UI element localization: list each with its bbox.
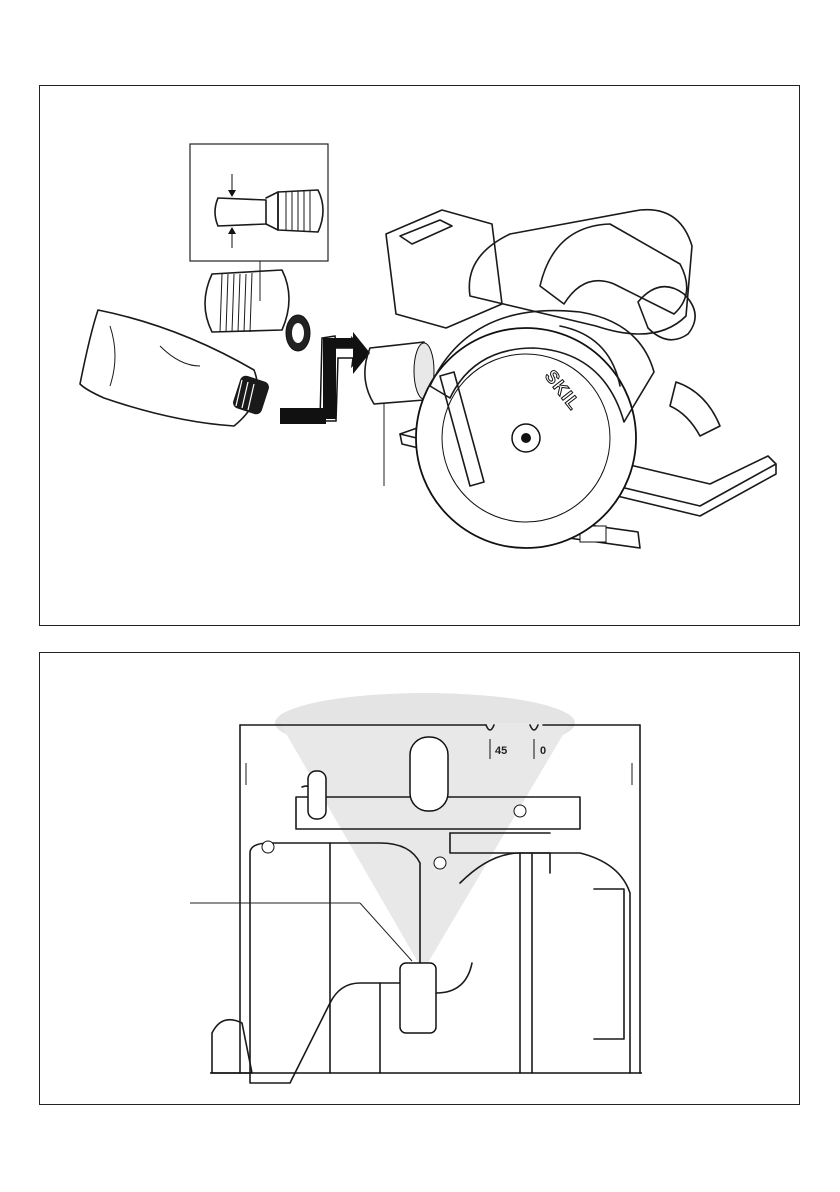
indicator-leader-line bbox=[190, 903, 412, 961]
dust-bag bbox=[80, 310, 271, 426]
saw-dust-bag-illustration: SKIL bbox=[40, 86, 801, 627]
scale-mark-45: 45 bbox=[495, 745, 507, 757]
circular-saw: SKIL bbox=[386, 210, 776, 548]
saw-front-view-illustration: 45 0 bbox=[40, 653, 801, 1106]
figure-panel-dust-extraction: SKIL bbox=[39, 85, 800, 626]
scale-mark-0: 0 bbox=[540, 745, 546, 757]
figure-panel-cutting-indicator: 45 0 bbox=[39, 652, 800, 1105]
hose-adapter bbox=[205, 270, 310, 351]
viewing-cone bbox=[275, 693, 575, 971]
